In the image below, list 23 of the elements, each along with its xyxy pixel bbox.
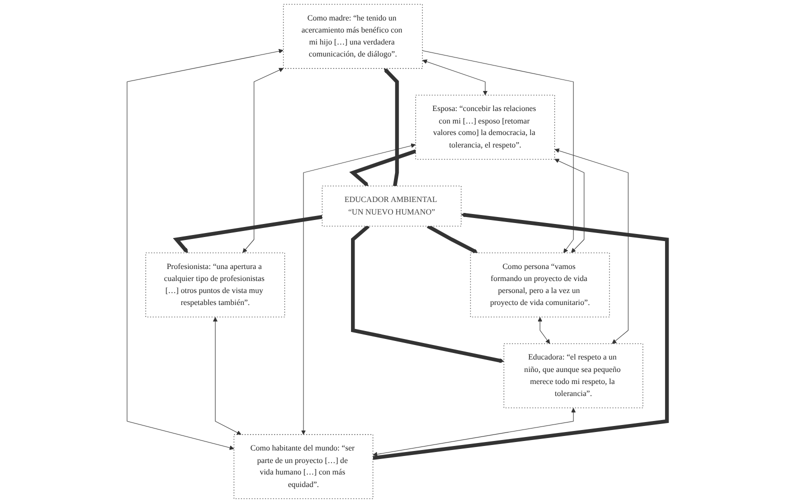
- arrow: [422, 50, 574, 254]
- arrow: [538, 316, 550, 344]
- arrow: [301, 143, 416, 435]
- arrow: [172, 215, 322, 254]
- arrow: [349, 149, 416, 186]
- arrow: [422, 59, 488, 96]
- arrow: [126, 48, 284, 450]
- arrow: [372, 212, 669, 460]
- node-box: Esposa: “concebir las relaciones con mi […] esposo [retomar valores como] la democracia, la tolerancia, el respeto”.: [415, 94, 555, 160]
- arrow: [426, 224, 478, 254]
- node-box: Como habitante del mundo: “ser parte de un proyecto […] de vida humano […] con más equidad”.: [234, 434, 374, 499]
- arrow: [384, 68, 399, 186]
- node-box: Como madre: “he tenido un acercamiento más benéfico con mi hijo […] una verdadera comunicación, de diálogo”.: [283, 4, 423, 69]
- arrow: [554, 148, 628, 344]
- node-box: Profesionista: “una apertura a cualquier tipo de profesionistas […] otros puntos de vista muy respetables también”.: [146, 252, 286, 318]
- arrow: [242, 68, 284, 253]
- arrow: [351, 224, 504, 363]
- node-box: EDUCADOR AMBIENTAL “UN NUEVO HUMANO”: [322, 186, 462, 226]
- arrow: [554, 158, 584, 253]
- arrow: [212, 316, 242, 435]
- node-box: Como persona “vamos formando un proyecto de vida personal, pero a la vez un proyecto de vida comunitario”.: [470, 252, 610, 318]
- arrow: [372, 408, 576, 457]
- node-box: Educadora: “el respeto a un niño, que aunque sea pequeño merece todo mi respeto, la tolerancia”.: [504, 343, 644, 408]
